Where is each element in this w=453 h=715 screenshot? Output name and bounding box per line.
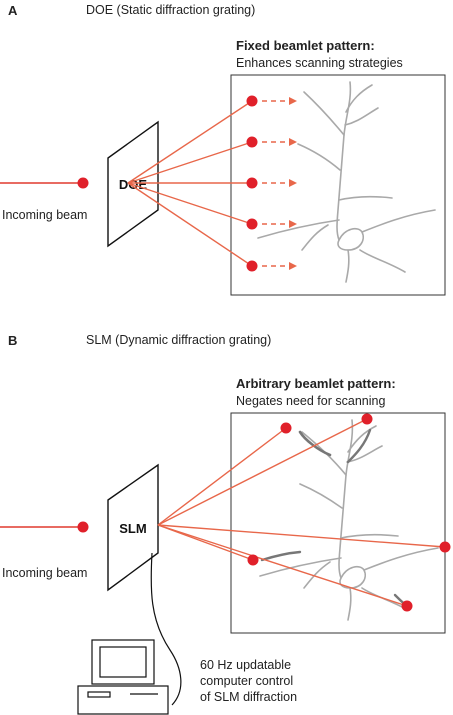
panel-a-title: DOE (Static diffraction grating)	[86, 3, 256, 17]
control-cable	[150, 552, 182, 706]
panel-a-pattern-title: Fixed beamlet pattern:	[236, 38, 375, 53]
control-line-3: of SLM diffraction	[200, 690, 298, 704]
panel-b-source-dot	[77, 521, 89, 533]
panel-a-pattern-subtitle: Enhances scanning strategies	[236, 56, 403, 70]
control-line-1: 60 Hz updatable	[200, 658, 292, 672]
panel-a-source-dot	[77, 177, 89, 189]
panel-b-beamlets	[157, 418, 446, 607]
slm-plate	[107, 463, 159, 592]
panel-a-scan-arrows	[262, 97, 297, 270]
slm-label: SLM	[119, 521, 146, 536]
panel-b-letter: B	[8, 333, 18, 348]
computer-icon	[77, 639, 169, 715]
panel-b-beamlet-dots	[247, 413, 451, 612]
panel-b-pattern-title: Arbitrary beamlet pattern:	[236, 376, 396, 391]
panel-b-field-frame	[230, 412, 446, 634]
panel-b-incoming-label: Incoming beam	[2, 566, 88, 580]
panel-a-neuron	[257, 81, 436, 283]
control-line-2: computer control	[200, 674, 294, 688]
panel-a-field-frame	[230, 74, 446, 296]
panel-b-pattern-subtitle: Negates need for scanning	[236, 394, 386, 408]
panel-a-beamlet-dots	[246, 95, 258, 272]
panel-a-letter: A	[8, 3, 18, 18]
panel-a-beamlets	[127, 100, 253, 267]
panel-a-incoming-label: Incoming beam	[2, 208, 88, 222]
panel-b-neuron	[259, 419, 439, 621]
panel-b-title: SLM (Dynamic diffraction grating)	[86, 333, 272, 347]
